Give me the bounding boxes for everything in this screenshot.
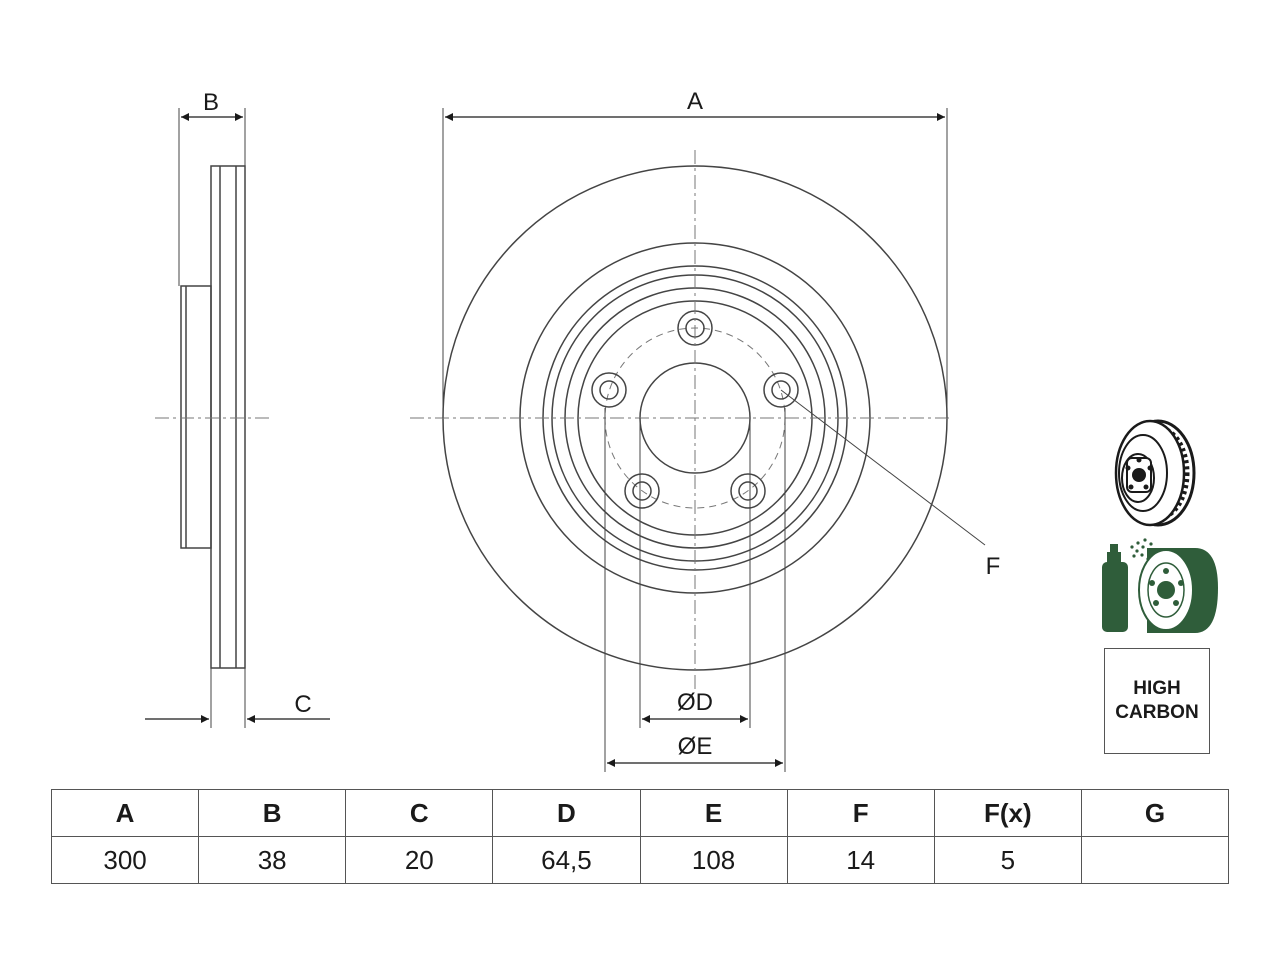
table-header-cell: C bbox=[345, 789, 494, 837]
dimension-a: A bbox=[442, 88, 948, 418]
dimension-b-label: B bbox=[203, 89, 219, 116]
bolt-hole bbox=[730, 473, 766, 509]
dimension-d-label: ØD bbox=[677, 689, 713, 716]
table-cell: 108 bbox=[639, 836, 788, 884]
disc-side-view bbox=[180, 165, 246, 669]
table-cell bbox=[1080, 836, 1230, 884]
ventilated-disc-icon bbox=[1114, 419, 1196, 527]
table-header-cell: F(x) bbox=[933, 789, 1082, 837]
table-header-cell: E bbox=[639, 789, 788, 837]
table-cell: 38 bbox=[198, 836, 347, 884]
table-cell: 20 bbox=[345, 836, 494, 884]
dimension-a-label: A bbox=[687, 88, 703, 115]
table-cell: 5 bbox=[933, 836, 1082, 884]
table-row: 300 38 20 64,5 108 14 5 bbox=[50, 836, 1230, 884]
dimensions-table: A B C D E F F(x) G 300 38 20 64,5 108 14… bbox=[50, 789, 1230, 884]
table-header-cell: G bbox=[1080, 789, 1230, 837]
coated-disc-spray-icon bbox=[1102, 538, 1218, 633]
table-header-row: A B C D E F F(x) G bbox=[50, 789, 1230, 837]
dimension-e-label: ØE bbox=[678, 733, 713, 760]
bolt-holes bbox=[591, 310, 799, 509]
bolt-hole bbox=[763, 372, 799, 408]
dimension-c: C bbox=[145, 668, 330, 728]
bolt-hole bbox=[591, 372, 627, 408]
dimension-d: ØD bbox=[639, 418, 751, 728]
table-header-cell: F bbox=[786, 789, 935, 837]
bolt-hole bbox=[624, 473, 660, 509]
badge-line-1: HIGH bbox=[1133, 678, 1181, 699]
table-cell: 14 bbox=[786, 836, 935, 884]
dimension-c-label: C bbox=[294, 691, 311, 718]
table-cell: 64,5 bbox=[492, 836, 641, 884]
front-view-centerlines bbox=[410, 150, 950, 690]
dimension-f: F bbox=[780, 389, 1001, 580]
dimension-f-label: F bbox=[986, 553, 1001, 580]
brake-disc-technical-drawing: B C bbox=[145, 88, 1218, 772]
table-header-cell: D bbox=[492, 789, 641, 837]
high-carbon-badge: HIGH CARBON bbox=[1104, 648, 1210, 754]
dimension-e: ØE bbox=[604, 408, 786, 772]
table-header-cell: A bbox=[50, 789, 200, 837]
table-cell: 300 bbox=[50, 836, 200, 884]
badge-line-2: CARBON bbox=[1115, 702, 1199, 723]
table-header-cell: B bbox=[198, 789, 347, 837]
dimension-b: B bbox=[178, 89, 246, 286]
